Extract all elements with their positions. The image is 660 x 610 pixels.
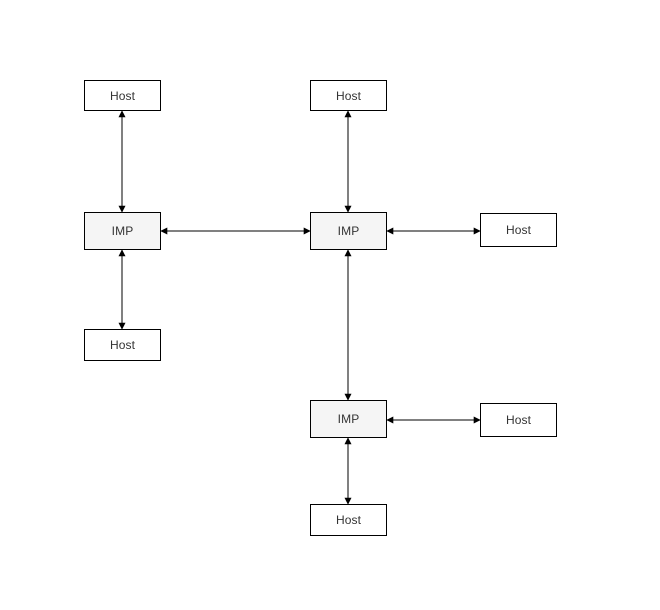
node-label-host-top-middle: Host	[335, 88, 362, 103]
node-host-right-upper[interactable]: Host	[480, 213, 557, 247]
node-host-bottom-middle[interactable]: Host	[310, 504, 387, 536]
node-label-host-bottom-left: Host	[109, 338, 136, 352]
node-imp-middle[interactable]: IMP	[310, 212, 387, 250]
node-label-imp-left: IMP	[111, 224, 134, 238]
node-host-top-middle[interactable]: Host	[310, 80, 387, 111]
node-label-imp-bottom: IMP	[337, 412, 360, 426]
node-imp-left[interactable]: IMP	[84, 212, 161, 250]
node-imp-bottom[interactable]: IMP	[310, 400, 387, 438]
node-host-bottom-left[interactable]: Host	[84, 329, 161, 361]
edges-group	[118, 110, 481, 505]
node-label-host-bottom-middle: Host	[335, 513, 362, 527]
node-label-imp-middle: IMP	[337, 224, 360, 238]
node-host-right-lower[interactable]: Host	[480, 403, 557, 437]
node-label-host-right-lower: Host	[505, 413, 532, 427]
node-label-host-right-upper: Host	[505, 223, 532, 237]
node-host-top-left[interactable]: Host	[84, 80, 161, 111]
node-label-host-top-left: Host	[109, 88, 136, 103]
